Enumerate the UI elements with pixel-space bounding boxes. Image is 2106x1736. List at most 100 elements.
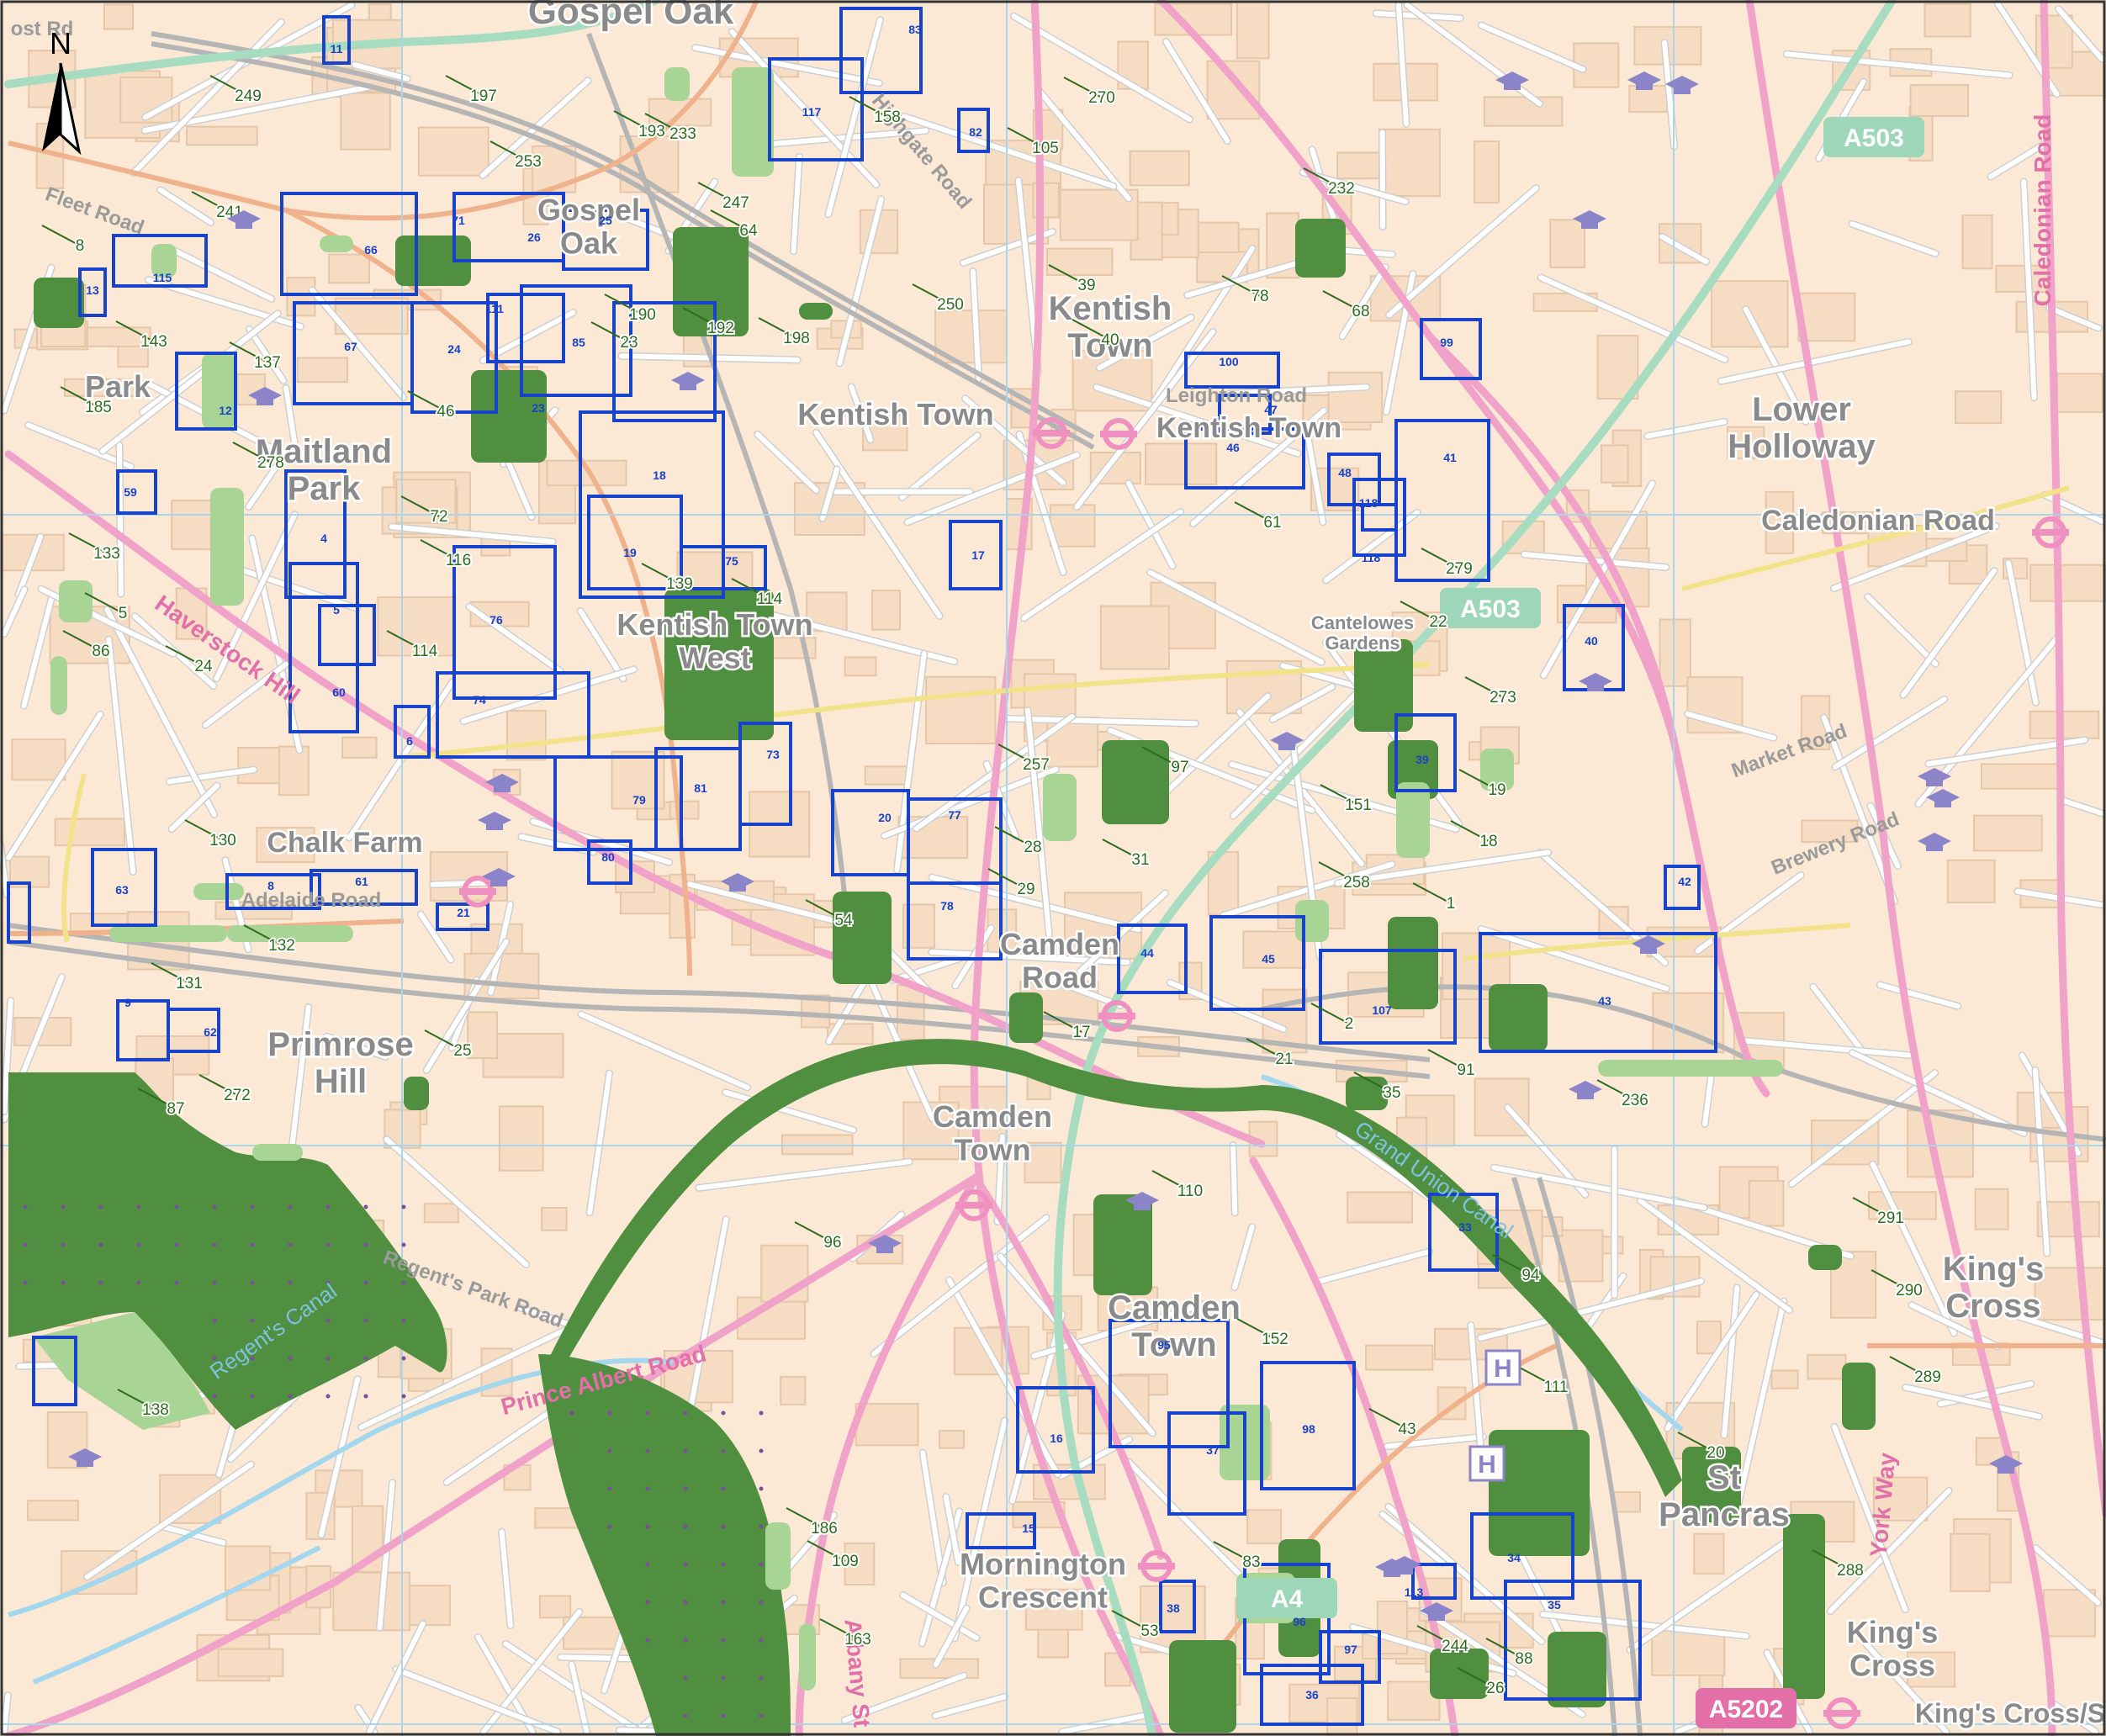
place-label-chalk-farm: Chalk Farm: [267, 827, 422, 859]
park-dot: [721, 1410, 726, 1416]
leader-line: [60, 386, 99, 408]
blue-site-label: 96: [1293, 1615, 1306, 1628]
park-dot: [683, 1410, 688, 1416]
building: [1659, 618, 1691, 687]
street: [837, 196, 884, 366]
blue-site-label: 67: [344, 340, 357, 353]
street: [929, 875, 1141, 933]
green-site-label: 289: [1914, 1368, 1941, 1386]
blue-site: [7, 881, 31, 944]
blue-sites: [7, 7, 1717, 1726]
building: [1242, 930, 1306, 969]
green-site-label: 111: [1544, 1379, 1569, 1396]
blue-site-label: 37: [1206, 1443, 1220, 1457]
street: [1722, 1284, 1740, 1438]
building: [1376, 1601, 1409, 1655]
green-site-label: 137: [254, 354, 281, 372]
green-site-label: 257: [1023, 756, 1050, 774]
street: [352, 62, 410, 82]
green-site: [673, 227, 749, 336]
blue-site-label: 59: [124, 485, 137, 499]
park-dot: [288, 1242, 293, 1247]
street: [169, 246, 274, 302]
park-dot: [721, 1713, 726, 1718]
street: [169, 783, 220, 832]
blue-site-label: 62: [204, 1025, 217, 1039]
street: [952, 1417, 1008, 1641]
green-site-label: 279: [1446, 560, 1473, 578]
park-dot: [569, 1410, 574, 1416]
building: [217, 1648, 284, 1677]
park-dot: [645, 1448, 650, 1453]
blue-site: [1504, 1580, 1642, 1701]
hospital-icon: H: [1484, 1349, 1521, 1386]
station-icon: [459, 876, 496, 908]
park-dot: [363, 1204, 368, 1209]
blue-site: [553, 755, 683, 851]
blue-site-label: 6: [406, 734, 413, 748]
green-site: [109, 925, 227, 942]
building: [332, 1571, 411, 1632]
school-icon: [1918, 833, 1951, 851]
blue-site: [966, 1512, 1036, 1549]
green-site-label: 22: [1429, 613, 1447, 631]
building: [871, 590, 902, 631]
park-dot: [23, 1280, 28, 1285]
leader-line: [1852, 1197, 1892, 1219]
green-site-label: 253: [515, 153, 542, 171]
blue-site-label: 97: [1344, 1643, 1357, 1656]
park-dot: [401, 1356, 406, 1361]
station-icon: [1138, 1550, 1175, 1582]
blue-site-label: 36: [1305, 1688, 1319, 1702]
street: [1232, 1224, 1255, 1290]
building: [186, 125, 258, 146]
blue-site: [1167, 1411, 1246, 1516]
street: [1659, 234, 1709, 265]
school-icon: [227, 210, 261, 229]
park-dot: [607, 1410, 612, 1416]
a-road-label-a400: A4: [1271, 1585, 1304, 1613]
building: [103, 3, 135, 30]
street: [480, 310, 576, 363]
blue-site-label: 63: [115, 883, 129, 897]
building: [844, 656, 877, 677]
street: [1126, 480, 1176, 569]
street: [1339, 264, 1389, 339]
green-site-label: 86: [92, 643, 109, 660]
building: [1206, 60, 1261, 120]
a-road-shield-a503-n: [1823, 117, 1924, 157]
blue-site: [839, 7, 923, 94]
station-icon: [1033, 417, 1070, 449]
green-site: [1295, 900, 1329, 942]
street: [246, 326, 286, 384]
school-icon: [1918, 768, 1951, 786]
leader-line: [794, 1221, 833, 1243]
blue-site-label: 12: [219, 404, 232, 417]
place-label-kentish-town-station: Kentish Town: [1156, 412, 1341, 444]
street: [1270, 684, 1336, 722]
park-dot: [759, 1524, 764, 1529]
building: [1693, 1532, 1725, 1575]
street: [6, 712, 103, 860]
leader-line: [1400, 601, 1439, 622]
park-dot: [363, 1394, 368, 1399]
blue-site-label: 82: [969, 125, 982, 139]
green-site-label: 236: [1622, 1092, 1648, 1109]
blue-site: [1319, 949, 1457, 1045]
green-site: [1346, 1077, 1388, 1110]
building: [286, 277, 316, 317]
building: [1246, 1509, 1283, 1545]
street: [737, 604, 957, 664]
blue-site-label: 13: [86, 283, 99, 297]
blue-site: [1470, 1512, 1574, 1600]
blue-site-label: 38: [1167, 1601, 1180, 1615]
green-site: [1489, 984, 1548, 1051]
school-icon: [1579, 673, 1612, 691]
building: [1129, 150, 1190, 187]
park-dot: [23, 1242, 28, 1247]
leader-line: [165, 645, 204, 667]
street: [1479, 23, 1586, 72]
